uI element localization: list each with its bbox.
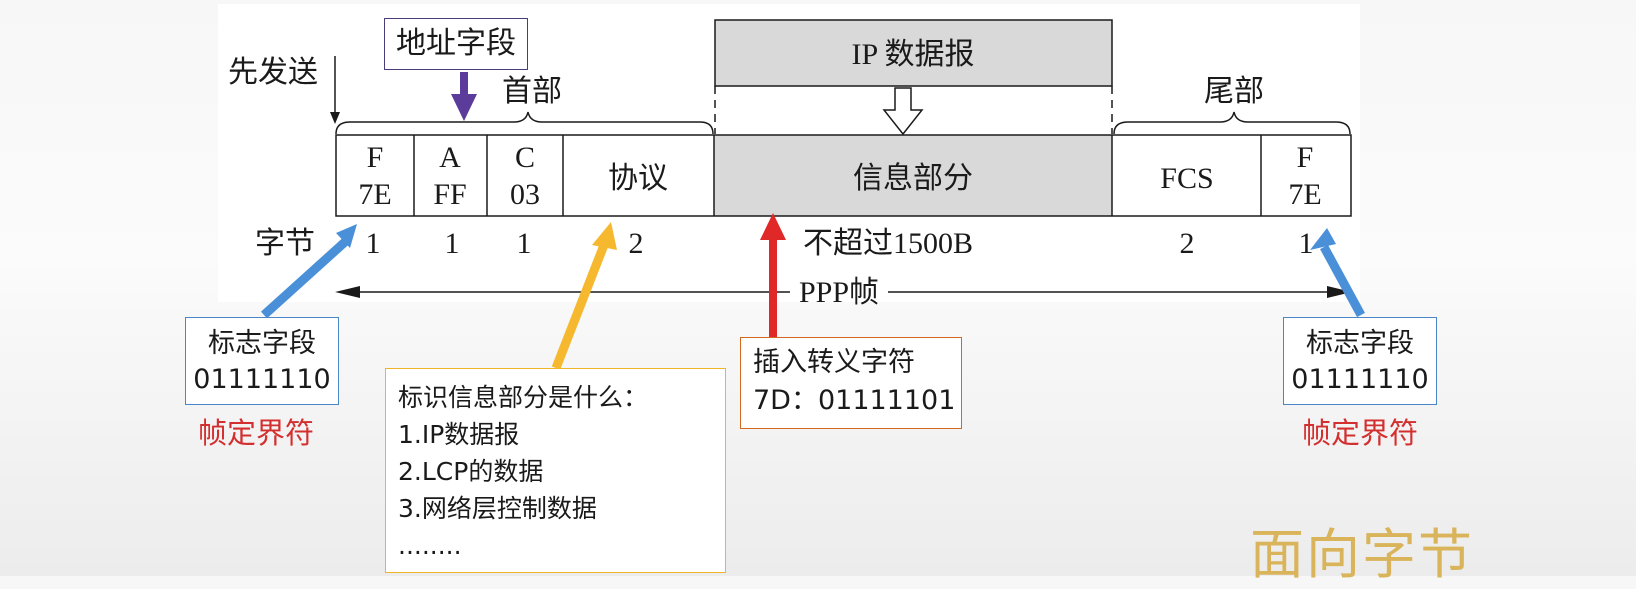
send-first-label: 先发送 <box>228 56 318 89</box>
protocol-callout-item: 3.网络层控制数据 <box>398 494 597 523</box>
control-field-name: C <box>515 141 535 174</box>
ppp-frame-arrow-right <box>1327 286 1352 298</box>
protocol-callout-item: 2.LCP的数据 <box>398 457 544 486</box>
escape-callout-value: 7D：01111101 <box>753 385 956 416</box>
byte-count: 1 <box>1299 227 1314 260</box>
info-field-fill <box>714 135 1112 216</box>
header-brace <box>335 111 714 135</box>
escape-char-callout: 插入转义字符 7D：01111101 <box>740 337 962 429</box>
escape-callout-title: 插入转义字符 <box>753 347 915 378</box>
frame-delimiter-caption-right: 帧定界符 <box>1302 416 1419 450</box>
slide: IP 数据报 先发送 首部 尾部 F 7E A FF C 03 协议 信息部分 <box>185 18 1472 586</box>
blue-arrow-right-line <box>1320 244 1365 318</box>
address-field-name: A <box>439 141 461 174</box>
byte-count: 1 <box>445 227 460 260</box>
flag-callout-title: 标志字段 <box>208 328 316 359</box>
send-first-arrow-head <box>330 112 340 124</box>
protocol-callout-item: 1.IP数据报 <box>398 420 520 449</box>
blue-arrow-left-line <box>260 237 350 319</box>
protocol-callout-title: 标识信息部分是什么： <box>398 383 649 412</box>
yellow-arrow-line <box>551 243 609 370</box>
purple-arrow-head <box>451 94 477 121</box>
byte-count: 2 <box>1180 227 1195 260</box>
protocol-callout: 标识信息部分是什么： 1.IP数据报 2.LCP的数据 3.网络层控制数据 ..… <box>385 368 726 573</box>
byte-count: 不超过1500B <box>803 227 973 260</box>
control-field-value: 03 <box>510 178 540 211</box>
frame-delimiter-caption-left: 帧定界符 <box>198 416 315 450</box>
info-field-name: 信息部分 <box>853 162 973 195</box>
flag-callout-value: 01111110 <box>1291 364 1429 395</box>
red-arrow-head <box>760 213 786 240</box>
byte-count: 2 <box>629 227 644 260</box>
yellow-arrow-head <box>592 222 617 250</box>
flag-field-callout-left: 标志字段 01111110 <box>185 317 339 405</box>
blue-arrow-left-head <box>336 224 357 248</box>
bytes-label: 字节 <box>255 227 315 260</box>
protocol-field-name: 协议 <box>608 162 668 195</box>
address-field-value: FF <box>433 178 466 211</box>
end-flag-field-name: F <box>1297 141 1314 174</box>
fcs-field-name: FCS <box>1160 162 1213 195</box>
trailer-label: 尾部 <box>1204 75 1264 108</box>
flag-field-callout-right: 标志字段 01111110 <box>1283 317 1437 405</box>
ip-datagram-box <box>714 19 1113 87</box>
byte-count: 1 <box>517 227 532 260</box>
flag-field-value: 7E <box>358 178 391 211</box>
byte-count: 1 <box>366 227 381 260</box>
address-field-callout: 地址字段 <box>384 18 528 70</box>
protocol-callout-item: ........ <box>398 531 462 560</box>
end-flag-field-value: 7E <box>1288 178 1321 211</box>
ppp-frame-label: PPP帧 <box>799 276 879 309</box>
flag-callout-title: 标志字段 <box>1306 328 1414 359</box>
ppp-frame-diagram: IP 数据报 先发送 首部 尾部 F 7E A FF C 03 协议 信息部分 <box>228 19 1365 370</box>
flag-field-name: F <box>367 141 384 174</box>
blue-arrow-right-head <box>1310 228 1336 250</box>
header-label: 首部 <box>502 75 562 108</box>
trailer-brace <box>1113 111 1351 135</box>
address-field-callout-text: 地址字段 <box>396 27 516 60</box>
flag-callout-value: 01111110 <box>193 364 331 395</box>
frame-outline <box>335 134 1352 217</box>
hollow-down-arrow <box>882 87 924 136</box>
ip-datagram-label: IP 数据报 <box>851 38 974 71</box>
byte-oriented-watermark: 面向字节 <box>1250 523 1474 586</box>
ppp-frame-arrow-left <box>335 286 360 298</box>
